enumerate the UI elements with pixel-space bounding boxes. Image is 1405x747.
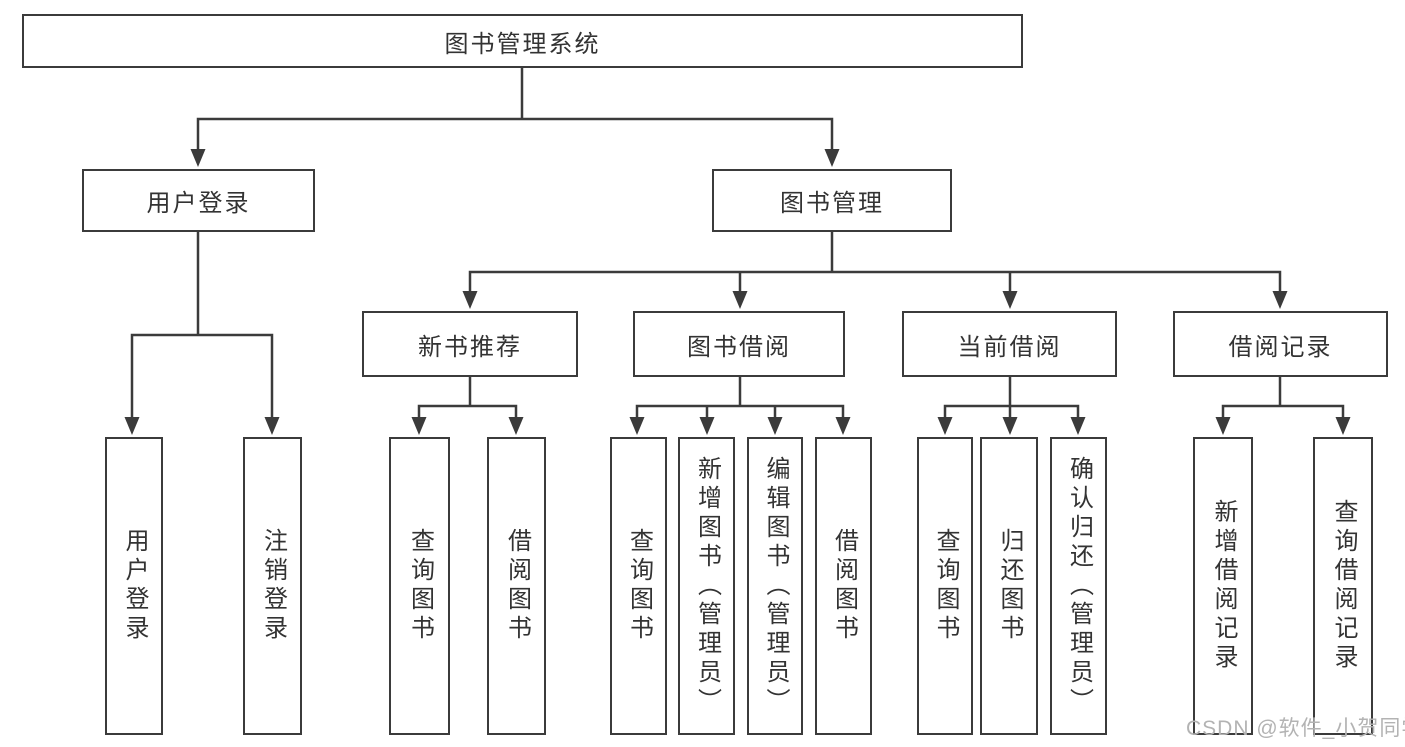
- leaf-logout-label: 注销登录: [259, 528, 287, 644]
- leaf-add-book-admin-label: 新增图书（管理员）: [693, 455, 721, 717]
- csdn-watermark: CSDN @软件_小贺同学: [1186, 717, 1405, 740]
- leaf-current-query-books: 查询图书: [917, 437, 973, 735]
- node-user-login-label: 用户登录: [146, 190, 251, 217]
- node-book-management: 图书管理: [712, 169, 952, 232]
- leaf-return-book-label: 归还图书: [996, 528, 1023, 644]
- leaf-user-login: 用户登录: [105, 437, 163, 735]
- leaf-recommend-borrow-books-label: 借阅图书: [503, 528, 531, 644]
- node-book-management-label: 图书管理: [780, 190, 884, 217]
- leaf-recommend-borrow-books: 借阅图书: [487, 437, 546, 735]
- leaf-add-borrow-record-label: 新增借阅记录: [1210, 499, 1237, 673]
- leaf-query-borrow-record: 查询借阅记录: [1313, 437, 1373, 735]
- node-root-system: 图书管理系统: [22, 14, 1023, 68]
- leaf-return-book: 归还图书: [980, 437, 1038, 735]
- node-borrowing-records: 借阅记录: [1173, 311, 1388, 377]
- leaf-add-borrow-record: 新增借阅记录: [1193, 437, 1253, 735]
- node-new-book-recommendation: 新书推荐: [362, 311, 578, 377]
- leaf-confirm-return-admin: 确认归还（管理员）: [1050, 437, 1107, 735]
- leaf-query-borrow-record-label: 查询借阅记录: [1330, 499, 1357, 673]
- node-current-borrowing: 当前借阅: [902, 311, 1117, 377]
- leaf-confirm-return-admin-label: 确认归还（管理员）: [1065, 455, 1093, 717]
- leaf-user-login-label: 用户登录: [121, 528, 148, 644]
- node-book-borrowing-label: 图书借阅: [687, 333, 791, 361]
- leaf-borrowing-borrow-books: 借阅图书: [815, 437, 872, 735]
- leaf-borrowing-query-books-label: 查询图书: [625, 528, 653, 644]
- leaf-recommend-query-books-label: 查询图书: [406, 528, 434, 644]
- leaf-current-query-books-label: 查询图书: [932, 528, 959, 644]
- node-current-borrowing-label: 当前借阅: [957, 333, 1062, 361]
- leaf-logout: 注销登录: [243, 437, 302, 735]
- node-user-login: 用户登录: [82, 169, 315, 232]
- leaf-borrowing-query-books: 查询图书: [610, 437, 667, 735]
- leaf-borrowing-borrow-books-label: 借阅图书: [830, 528, 858, 644]
- leaf-edit-book-admin: 编辑图书（管理员）: [747, 437, 803, 735]
- leaf-add-book-admin: 新增图书（管理员）: [678, 437, 735, 735]
- leaf-recommend-query-books: 查询图书: [389, 437, 450, 735]
- node-book-borrowing: 图书借阅: [633, 311, 845, 377]
- node-root-system-label: 图书管理系统: [444, 30, 601, 58]
- node-borrowing-records-label: 借阅记录: [1228, 333, 1333, 361]
- leaf-edit-book-admin-label: 编辑图书（管理员）: [762, 455, 789, 717]
- node-new-book-recommendation-label: 新书推荐: [418, 333, 522, 361]
